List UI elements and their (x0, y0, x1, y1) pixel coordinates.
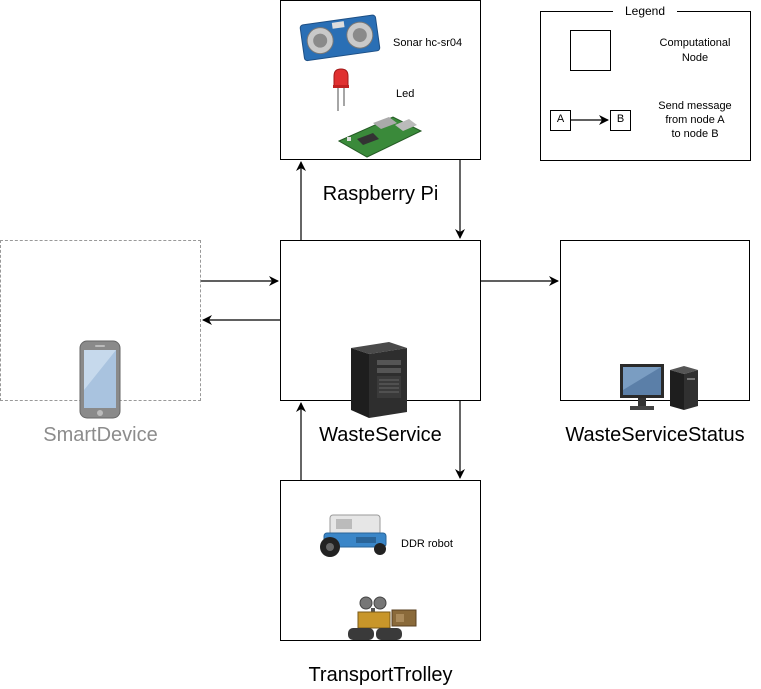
legend-node-label-line2: Node (681, 52, 709, 64)
sonar-sensor-icon (299, 14, 381, 62)
legend-node-sample (570, 30, 611, 71)
legend-message-line3: to node B (671, 128, 719, 140)
legend-node-b (610, 110, 631, 131)
desktop-computer-icon (620, 364, 698, 410)
transport-trolley-title: TransportTrolley (308, 664, 453, 686)
ddr-robot-label: DDR robot (401, 538, 453, 550)
legend-title: Legend (613, 4, 677, 18)
sonar-label: Sonar hc-sr04 (393, 37, 463, 49)
legend-message-label: Send message from node A to node B (640, 99, 750, 141)
legend-node-label: Computational Node (640, 36, 750, 66)
smart-device-title: SmartDevice (43, 424, 158, 446)
smartphone-icon (79, 340, 121, 419)
red-led-icon (333, 68, 349, 111)
legend-node-a-label: A (556, 113, 565, 125)
legend-node-b-label: B (616, 113, 625, 125)
mbot-robot-icon (320, 514, 387, 557)
server-tower-icon (351, 342, 407, 418)
legend-node-label-line1: Computational (659, 37, 731, 49)
legend-message-line1: Send message (658, 100, 732, 112)
raspberry-pi-board-icon (337, 116, 423, 158)
legend-message-line2: from node A (665, 114, 725, 126)
wall-e-robot-icon (348, 596, 417, 640)
waste-service-title: WasteService (319, 424, 442, 446)
waste-service-status-node (560, 240, 750, 401)
legend-node-a (550, 110, 571, 131)
waste-service-status-title: WasteServiceStatus (565, 424, 745, 446)
raspberry-pi-title: Raspberry Pi (322, 183, 439, 205)
led-label: Led (396, 88, 415, 100)
